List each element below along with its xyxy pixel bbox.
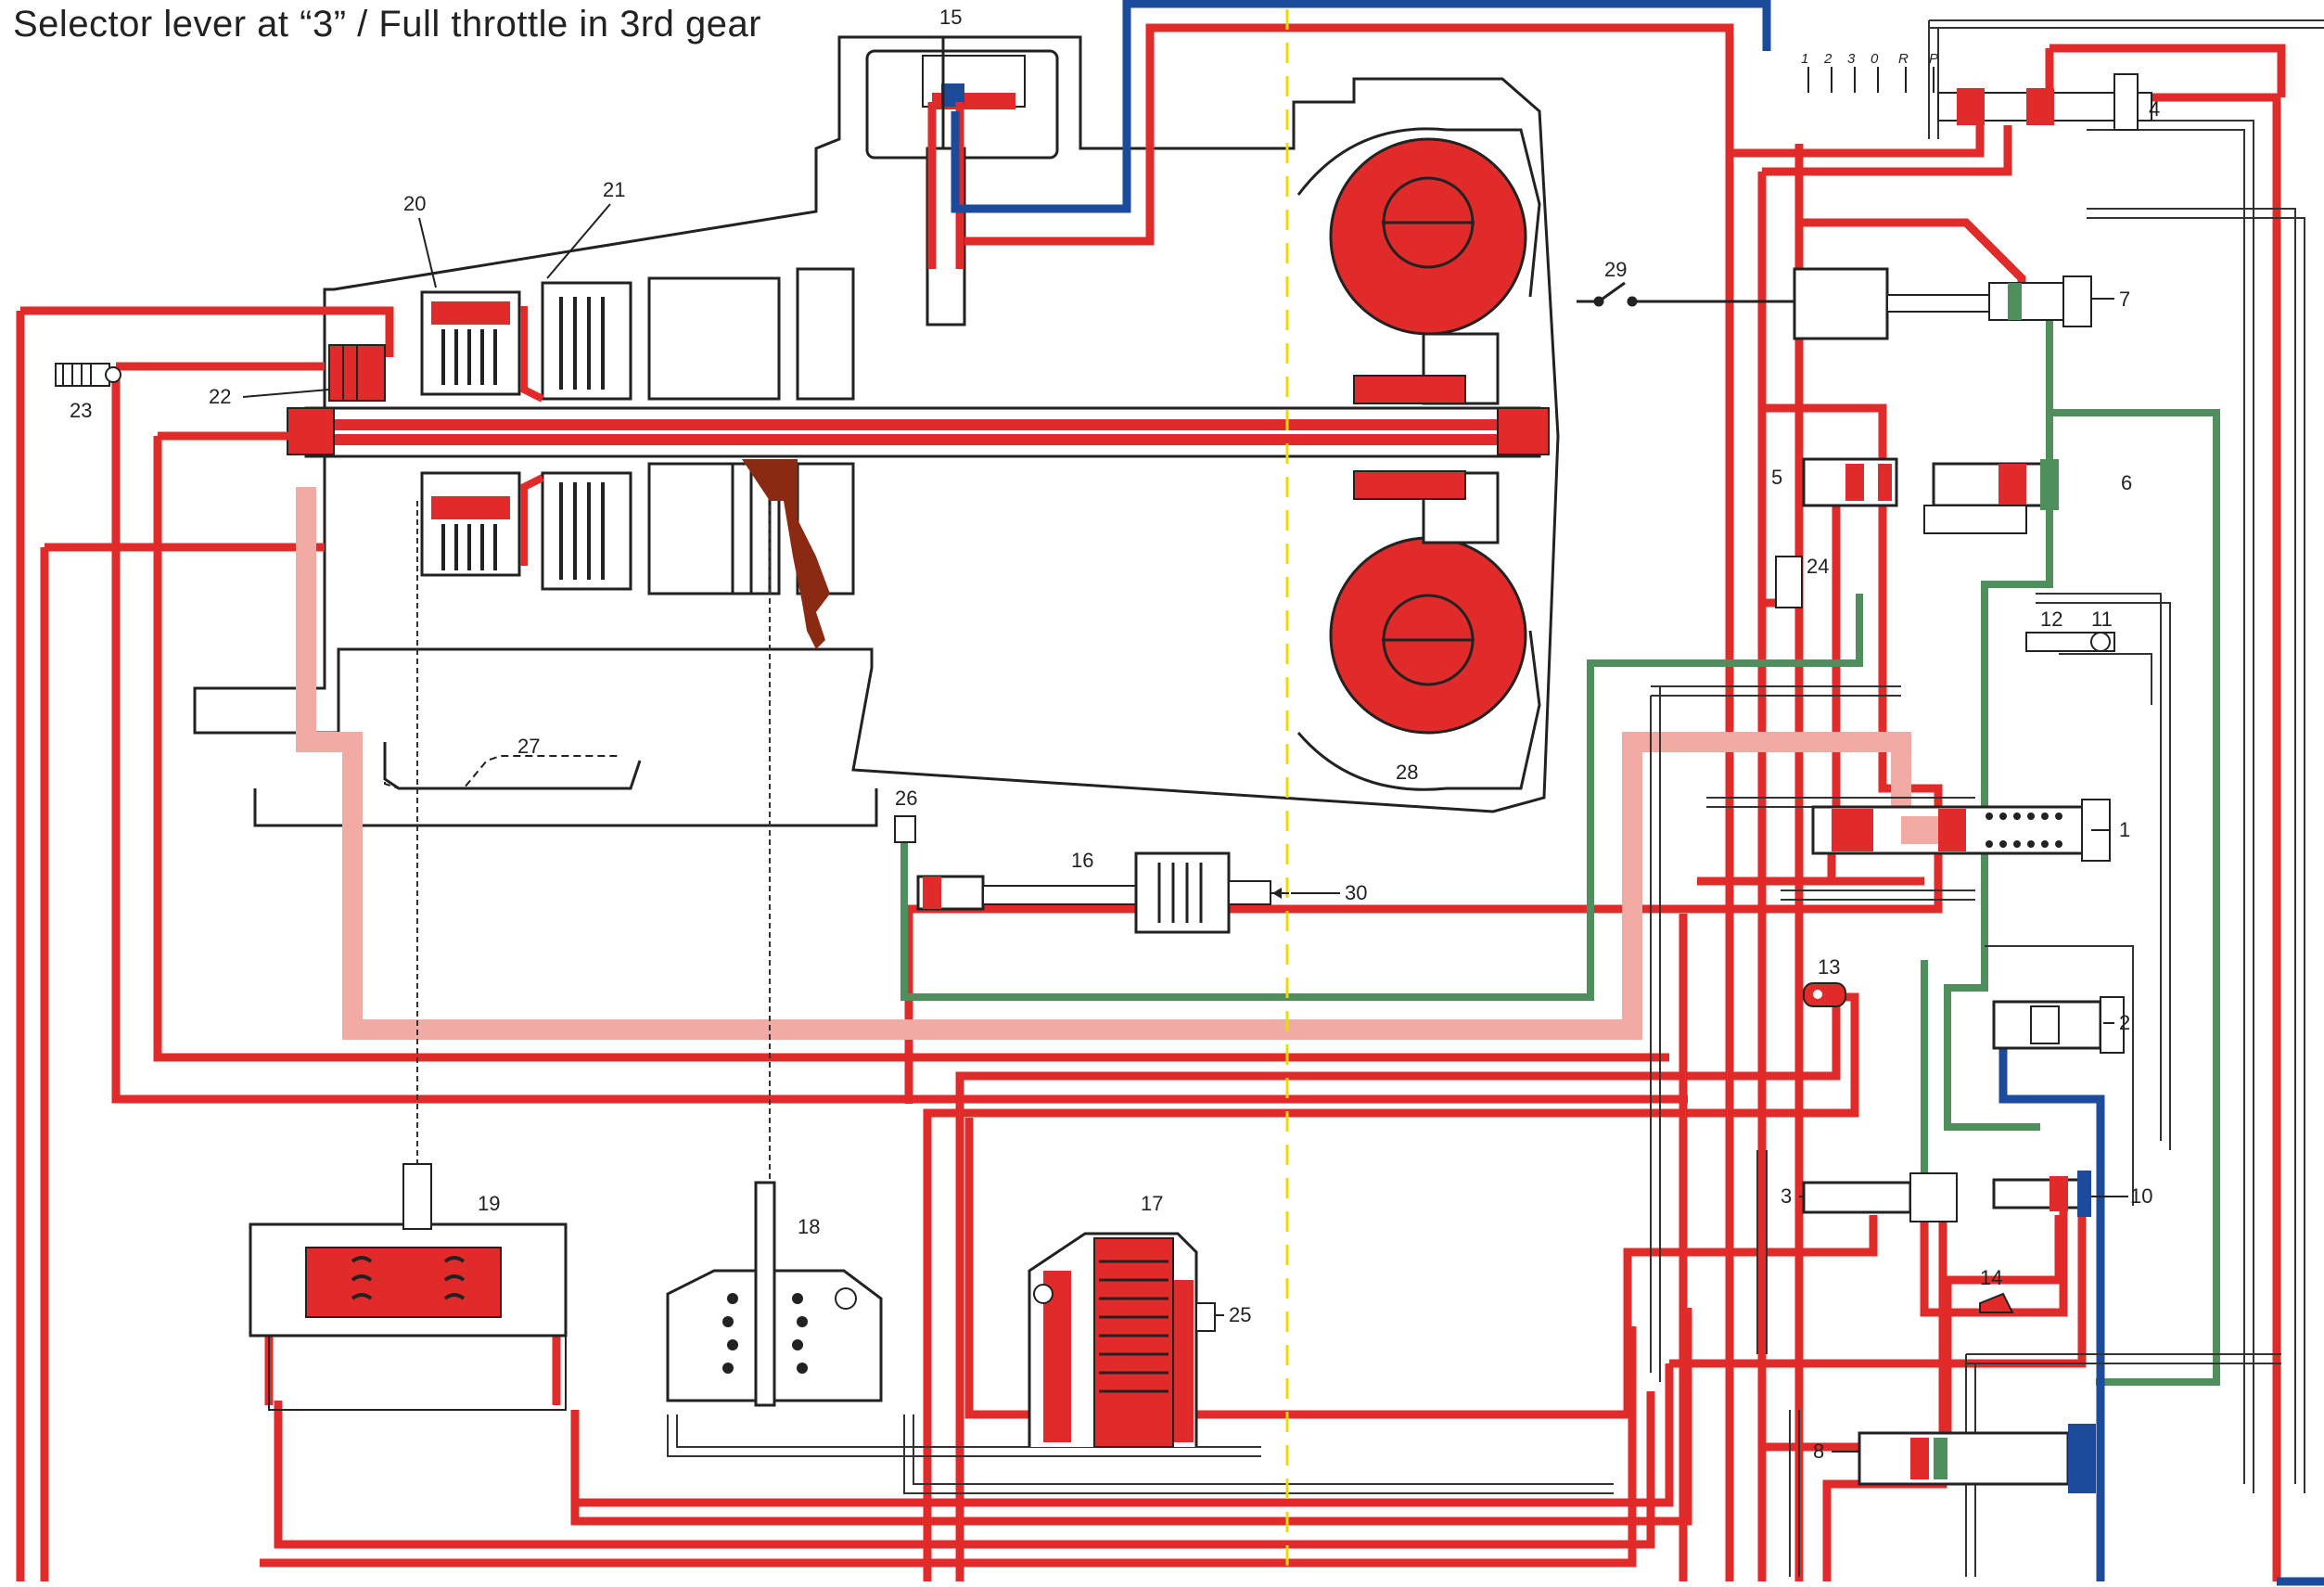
valve-3 <box>1802 1172 1958 1222</box>
valve-14 <box>1979 1292 2014 1313</box>
valve-1 <box>1811 799 2111 862</box>
label-16: 16 <box>1071 849 1093 872</box>
label-20: 20 <box>403 192 426 215</box>
label-30: 30 <box>1345 881 1367 904</box>
label-24: 24 <box>1807 555 1829 578</box>
label-22: 22 <box>209 385 231 408</box>
valve-12-11 <box>2025 632 2115 652</box>
label-19: 19 <box>478 1192 500 1215</box>
label-27: 27 <box>517 735 540 758</box>
label-13: 13 <box>1818 955 1840 979</box>
label-8: 8 <box>1813 1440 1824 1463</box>
valve-23 <box>55 363 121 387</box>
label-21: 21 <box>603 178 625 201</box>
part-labels: 1 2 3 4 5 6 7 8 10 11 12 13 14 15 16 17 … <box>70 6 2160 1463</box>
oil-sump-27 <box>384 755 621 789</box>
label-3: 3 <box>1781 1184 1792 1208</box>
valve-24 <box>1775 556 1803 608</box>
label-4: 4 <box>2149 97 2160 121</box>
label-28: 28 <box>1396 761 1418 784</box>
selector-positions: 1 2 3 0 R P <box>1801 51 1938 67</box>
valve-13 <box>1803 982 1846 1007</box>
valve-10 <box>1992 1171 2091 1217</box>
valve-2 <box>1992 996 2125 1054</box>
oil-drip <box>742 459 830 649</box>
valve-22 <box>328 344 386 402</box>
label-17: 17 <box>1141 1192 1163 1215</box>
label-29: 29 <box>1604 258 1627 281</box>
kickdown-switch-29 <box>1577 281 1799 307</box>
label-12: 12 <box>2040 608 2062 631</box>
label-15: 15 <box>939 6 962 29</box>
clutch-pack-20 <box>420 290 521 577</box>
selector-valve-4 <box>1807 67 2152 131</box>
spring-valve-18 <box>666 1181 883 1407</box>
planetary-gearset <box>647 267 855 595</box>
selector-pos-2: 2 <box>1823 51 1832 67</box>
outline-lines <box>416 19 2324 1577</box>
converter-upper-impeller <box>1329 137 1527 336</box>
label-11: 11 <box>2091 608 2113 631</box>
selector-pos-3: 3 <box>1847 51 1856 67</box>
clutch-pack-21 <box>520 281 632 591</box>
converter-lower-impeller <box>1329 536 1527 735</box>
label-18: 18 <box>798 1215 820 1238</box>
torque-converter <box>1296 127 1541 791</box>
governor-lines <box>900 315 2220 1386</box>
valve-8 <box>1858 1424 2096 1493</box>
return-lines <box>296 487 1911 1040</box>
label-6: 6 <box>2121 471 2132 494</box>
selector-pos-P: P <box>1929 51 1938 67</box>
accumulator-17 <box>1028 1232 1216 1448</box>
modulator-7 <box>1793 267 2092 340</box>
leader-lines <box>242 203 2128 1453</box>
label-26: 26 <box>895 787 917 810</box>
main-shaft <box>287 406 1550 458</box>
label-10: 10 <box>2130 1184 2152 1208</box>
diagram-title: Selector lever at “3” / Full throttle in… <box>13 4 762 45</box>
label-23: 23 <box>70 399 92 422</box>
selector-pos-1: 1 <box>1801 51 1808 67</box>
valve-16 <box>916 851 1289 934</box>
selector-pos-0: 0 <box>1871 51 1879 67</box>
selector-pos-R: R <box>1898 51 1909 67</box>
accumulator-19 <box>249 1163 568 1411</box>
label-2: 2 <box>2119 1011 2130 1034</box>
valve-6 <box>1923 459 2059 534</box>
label-25: 25 <box>1229 1303 1251 1326</box>
label-5: 5 <box>1771 466 1782 489</box>
valve-26 <box>894 815 916 843</box>
label-7: 7 <box>2119 288 2130 311</box>
valve-5 <box>1802 457 1898 507</box>
label-1: 1 <box>2119 818 2130 841</box>
label-14: 14 <box>1980 1266 2002 1289</box>
